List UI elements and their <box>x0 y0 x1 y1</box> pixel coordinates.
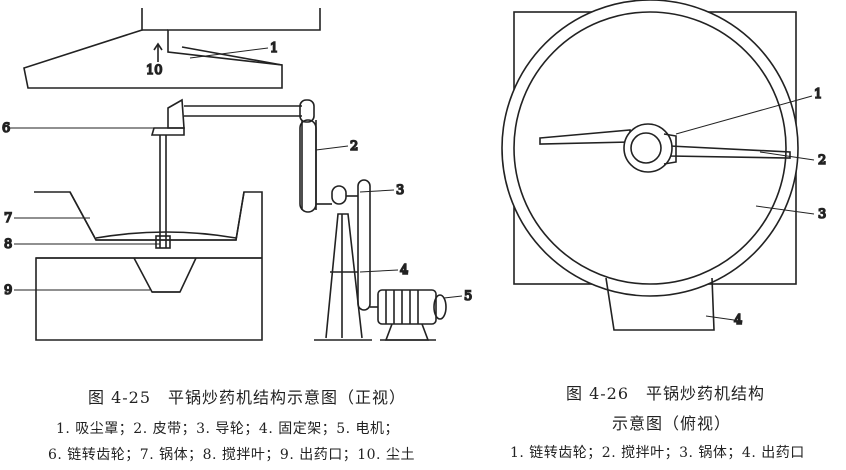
left-caption: 图 4-25 平锅炒药机结构示意图（正视） <box>88 388 407 407</box>
label-r2: 2 <box>818 153 826 168</box>
stirring-shaft <box>155 135 171 249</box>
label-5: 5 <box>464 289 472 304</box>
leader-lines-left <box>10 47 463 299</box>
label-3: 3 <box>396 183 404 198</box>
right-caption-line-2: 示意图（俯视） <box>612 414 732 433</box>
suction-head <box>150 98 185 136</box>
vertical-belt <box>299 119 317 213</box>
outlet-funnel <box>133 257 197 293</box>
fixed-frame <box>314 213 372 341</box>
label-7: 7 <box>4 211 12 226</box>
label-10: 10 <box>146 63 163 78</box>
upper-belt <box>184 99 315 123</box>
label-4: 4 <box>400 263 408 278</box>
guide-wheel <box>316 179 371 311</box>
left-legend-line-1: 1. 吸尘罩；2. 皮带；3. 导轮；4. 固定架；5. 电机； <box>56 421 400 437</box>
label-9: 9 <box>4 283 12 298</box>
label-r4: 4 <box>734 313 742 328</box>
dust-hood-duct <box>23 8 321 89</box>
label-1: 1 <box>270 41 278 56</box>
left-legend-line-2: 6. 链转齿轮；7. 锅体；8. 搅拌叶；9. 出药口；10. 尘土 <box>48 447 415 463</box>
center-gear <box>623 123 677 173</box>
label-2: 2 <box>350 139 358 154</box>
motor <box>370 289 447 341</box>
label-r1: 1 <box>814 87 822 102</box>
leader-lines-right <box>675 95 815 321</box>
right-caption-line-1: 图 4-26 平锅炒药机结构 <box>566 384 766 403</box>
label-6: 6 <box>2 121 10 136</box>
label-8: 8 <box>4 237 12 252</box>
outlet-base <box>605 277 715 331</box>
airflow-arrow <box>153 42 163 62</box>
pan-body <box>34 191 263 341</box>
right-legend-line-1: 1. 链转齿轮；2. 搅拌叶；3. 锅体；4. 出药口 <box>510 445 805 461</box>
label-r3: 3 <box>818 207 826 222</box>
